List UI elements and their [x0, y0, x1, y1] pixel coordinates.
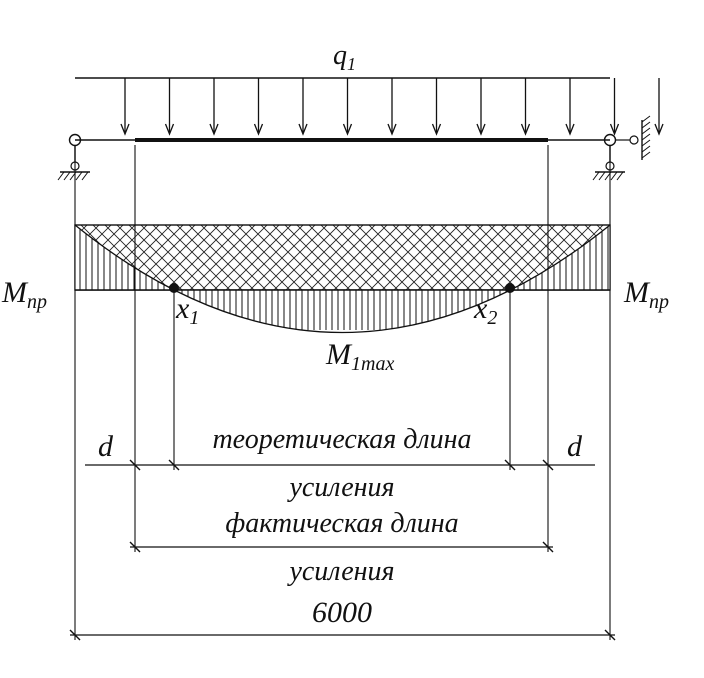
theoretical-length-label-2: усиления [286, 472, 394, 503]
point-x1 [169, 283, 179, 293]
wall-hatch [641, 115, 651, 159]
actual-length-label: фактическая длина [225, 508, 458, 539]
hatch-line [598, 171, 606, 181]
hatch-line [610, 171, 618, 181]
load-arrow-head [431, 123, 442, 136]
load-arrow-head [298, 123, 308, 136]
ground-hatch [592, 171, 624, 181]
hatch-line [641, 121, 651, 129]
hatch-line [57, 171, 65, 181]
hatch-line [616, 171, 624, 181]
load-arrows [120, 78, 664, 136]
moment-diagram [74, 224, 611, 334]
extension-lines [74, 145, 611, 640]
point-x2 [505, 283, 515, 293]
actual-length-label-2: усиления [286, 556, 394, 587]
load-arrow-head [609, 123, 620, 136]
load-arrow-head [164, 123, 175, 136]
hatch-line [641, 139, 651, 147]
hatch-line [81, 171, 89, 181]
load-arrow-head [253, 123, 264, 136]
hatch-line [641, 151, 651, 159]
x1-label: x1 [175, 292, 199, 329]
hatch-line [75, 171, 83, 181]
theoretical-length-label: теоретическая длина [212, 424, 471, 455]
dimension-lines [69, 459, 616, 641]
hatch-line [641, 145, 651, 153]
load-arrow-head [342, 123, 353, 136]
d-right-label: d [567, 430, 583, 463]
load-arrow-head [520, 123, 531, 136]
distributed-load [75, 77, 664, 136]
hatch-line [641, 133, 651, 141]
moment-max-label: M1max [325, 338, 394, 375]
right-support [592, 115, 651, 181]
load-arrow-head [654, 123, 664, 136]
load-arrow-head [476, 123, 486, 136]
span-label: 6000 [312, 596, 372, 629]
hatch-line [641, 127, 651, 135]
load-arrow-head [565, 123, 575, 136]
ground-hatch [57, 171, 89, 181]
hatch-line [592, 171, 600, 181]
load-label: q1 [333, 40, 356, 74]
load-arrow-head [209, 123, 219, 136]
load-arrow-head [120, 123, 130, 136]
hatch-line [641, 115, 651, 123]
load-arrow-head [387, 123, 397, 136]
d-left-label: d [98, 430, 114, 463]
left-support [57, 133, 90, 181]
moment-right-label: Mпр [623, 276, 669, 313]
x2-label: x2 [473, 292, 497, 329]
moment-left-label: Mпр [1, 276, 47, 313]
hatch-line [63, 171, 71, 181]
